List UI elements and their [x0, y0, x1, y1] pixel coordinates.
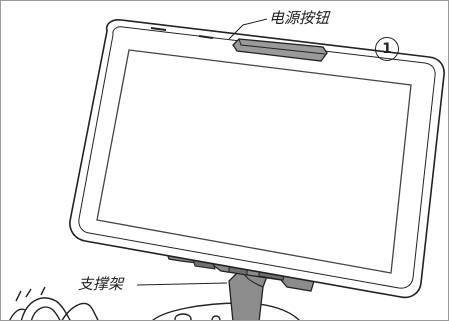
power-button-label: 电源按钮 — [269, 9, 330, 27]
step-number-badge: 1 — [375, 37, 399, 61]
tablet-illustration — [69, 19, 445, 299]
power-button-leader — [228, 18, 268, 40]
holder-leader — [136, 282, 228, 286]
holder-label: 支撑架 — [78, 275, 124, 293]
